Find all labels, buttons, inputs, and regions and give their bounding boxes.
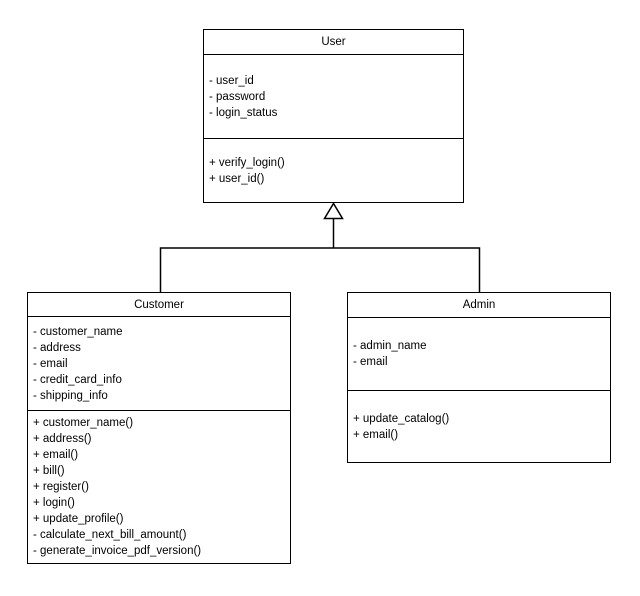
class-name-admin: Admin [348,293,610,318]
customer-methods-section: + customer_name() + address() + email() + b… [28,411,290,563]
class-member-line: + login() [33,497,75,509]
class-member-line: + bill() [33,465,65,477]
generalization-triangle-icon [323,202,344,220]
class-box-admin: Admin - admin_name - email + update_catal… [347,292,611,463]
class-member-line: - email [353,356,388,368]
class-name-customer: Customer [28,293,290,317]
class-member-line: + email() [33,449,79,461]
class-member-line: - address [33,341,81,354]
class-member-line: + register() [33,481,89,493]
user-methods-section: + verify_login() + user_id() [204,139,463,202]
class-member-line: + update_catalog() [353,412,450,425]
class-member-line: - admin_name [353,340,427,352]
class-member-line: - credit_card_info [33,373,122,386]
class-member-line: + address() [33,433,92,445]
class-member-line: - user_id [209,74,254,87]
class-member-line: + verify_login() [209,156,285,169]
class-member-line: - password [209,90,266,103]
class-member-line: + user_id() [209,172,265,185]
class-name-user: User [204,30,463,55]
admin-attributes-section: - admin_name - email [348,318,610,391]
inheritance-branch-lines [159,247,481,292]
class-member-line: + update_profile() [33,513,124,525]
class-member-line: - email [33,357,68,370]
class-member-line: + email() [353,428,399,441]
class-box-customer: Customer - customer_name - address - email… [27,292,291,564]
admin-methods-section: + update_catalog() + email() [348,391,610,462]
class-member-line: - customer_name [33,325,123,338]
class-member-line: - shipping_info [33,389,108,402]
class-member-line: - generate_invoice_pdf_version() [33,545,202,557]
class-member-line: - calculate_next_bill_amount() [33,529,187,541]
class-box-user: User - user_id - password - login_status +… [203,29,464,203]
user-attributes-section: - user_id - password - login_status [204,55,463,139]
customer-attributes-section: - customer_name - address - email - credit_… [28,317,290,411]
class-member-line: - login_status [209,106,278,119]
class-member-line: + customer_name() [33,417,134,429]
